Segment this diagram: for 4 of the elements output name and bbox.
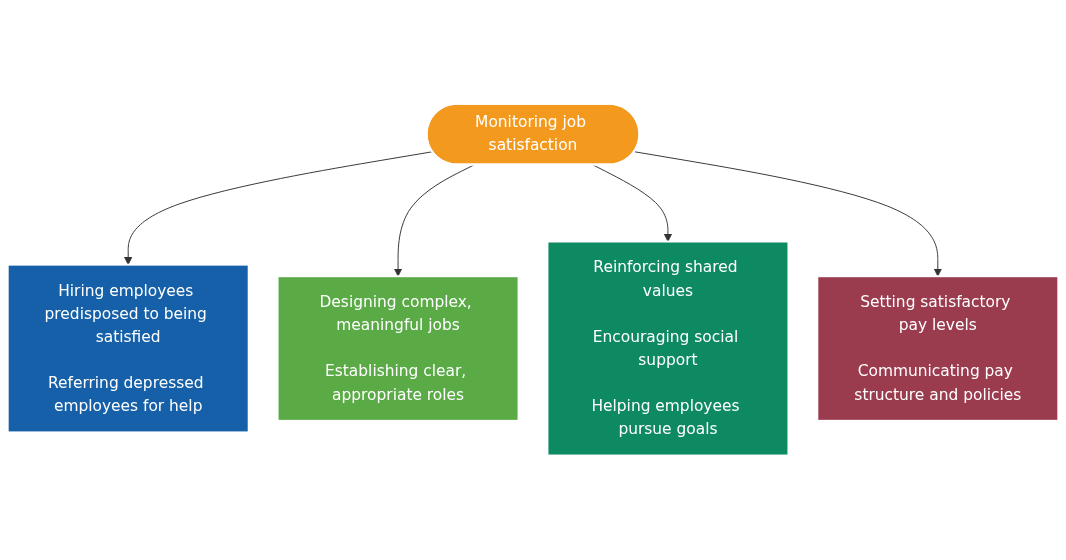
node-box: Reinforcing shared values Encouraging social support Helping employees pursue goals <box>546 240 790 457</box>
node-box: Hiring employees predisposed to being satisfied Referring depressed employees for help <box>6 264 250 434</box>
node-box: Designing complex, meaningful jobs Establishing clear, appropriate roles <box>276 275 520 423</box>
node-box: Setting satisfactory pay levels Communicating pay structure and policies <box>816 275 1060 423</box>
